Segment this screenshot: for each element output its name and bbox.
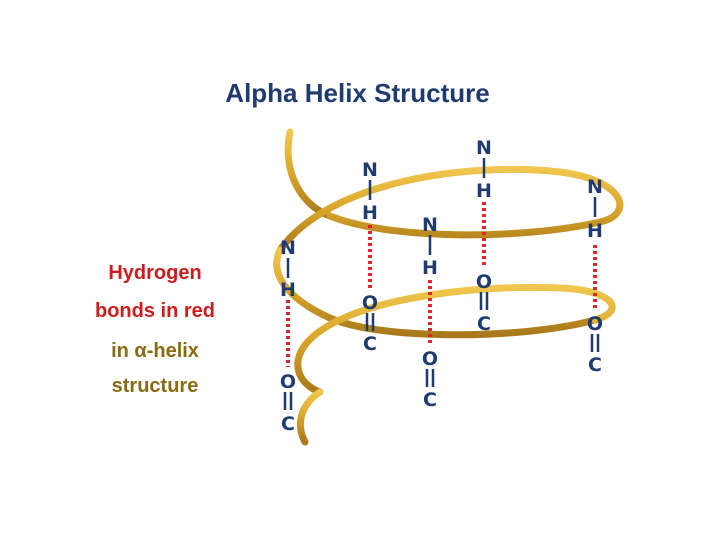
helix-segment-bottom-tail xyxy=(297,388,324,446)
atom-h-2: H xyxy=(362,202,378,224)
atom-n-1: N xyxy=(280,237,296,259)
caption-line-3: in α-helix xyxy=(111,340,199,362)
helix-segment-crossing xyxy=(273,246,599,339)
atom-o-5: O xyxy=(587,313,603,335)
atom-c-5: C xyxy=(588,354,602,376)
atom-c-2: C xyxy=(363,333,377,355)
helix-segment-turn-2 xyxy=(294,283,616,396)
atom-c-4: C xyxy=(477,313,491,335)
atom-n-2: N xyxy=(362,159,378,181)
atom-c-3: C xyxy=(423,389,437,411)
atom-h-4: H xyxy=(476,180,492,202)
atom-n-3: N xyxy=(422,214,438,236)
atom-n-4: N xyxy=(476,137,492,159)
covalent-bonds xyxy=(283,158,600,410)
caption-line-1: Hydrogen xyxy=(108,262,202,284)
helix-segment-turn-1-front xyxy=(276,165,624,254)
helix-ribbon xyxy=(273,128,624,446)
atom-o-4: O xyxy=(476,271,492,293)
atom-h-3: H xyxy=(422,257,438,279)
diagram-title: Alpha Helix Structure xyxy=(0,78,660,109)
atom-o-2: O xyxy=(362,292,378,314)
atom-c-1: C xyxy=(281,413,295,435)
atom-n-5: N xyxy=(587,176,603,198)
atom-o-1: O xyxy=(280,371,296,393)
atom-labels: N H O C N H O C N H O C N H O C N H O C xyxy=(280,137,603,435)
atom-o-3: O xyxy=(422,348,438,370)
hydrogen-bonds xyxy=(286,202,597,367)
caption-line-2: bonds in red xyxy=(95,300,215,322)
atom-h-1: H xyxy=(280,279,296,301)
caption-line-4: structure xyxy=(111,375,199,397)
atom-h-5: H xyxy=(587,220,603,242)
helix-segment-top-tail xyxy=(284,128,334,220)
title-text: Alpha Helix Structure xyxy=(225,78,490,108)
